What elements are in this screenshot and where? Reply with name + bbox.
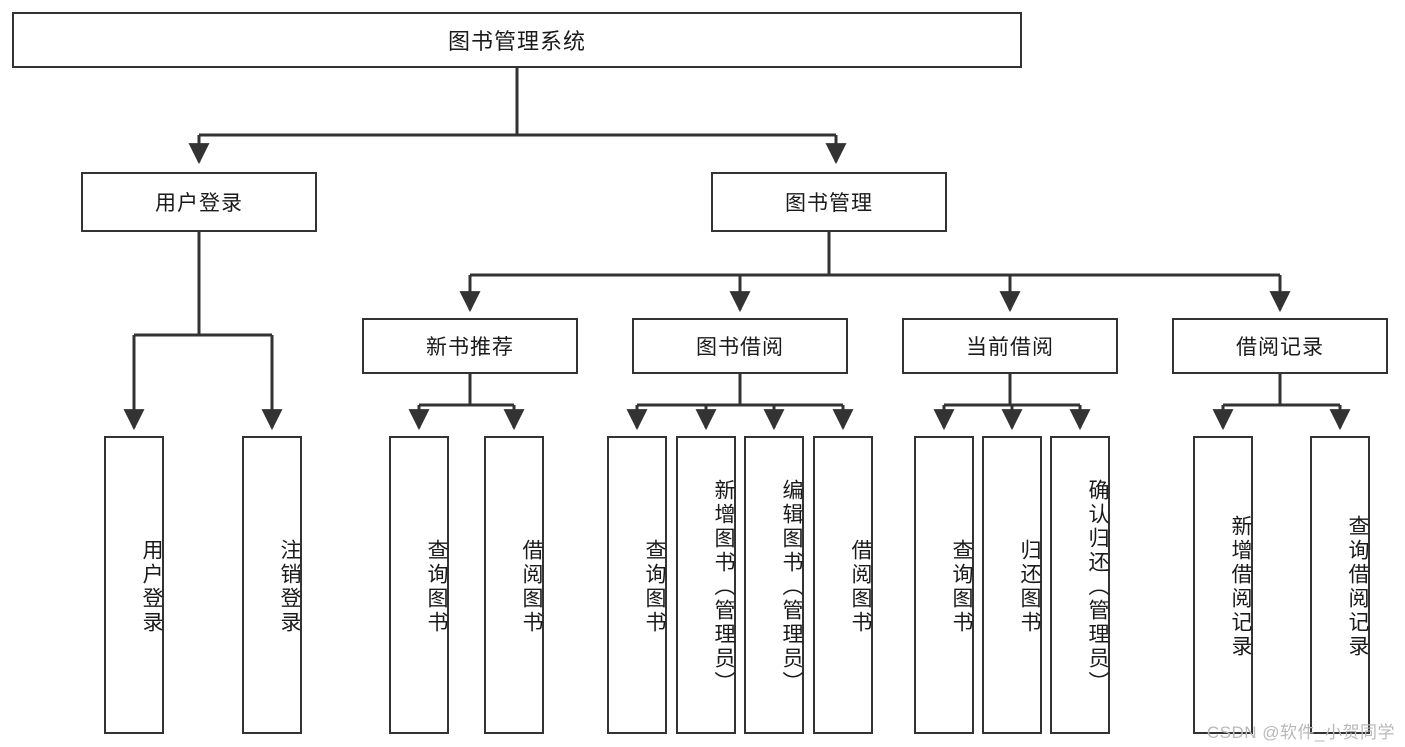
leaf-confirm-return-label: 确认归还（管理员） — [1086, 479, 1109, 695]
leaf-query-book-3[interactable]: 查询图书 — [914, 436, 974, 734]
node-user-login-label: 用户登录 — [155, 192, 243, 215]
node-new-book-recommend-label: 新书推荐 — [426, 336, 514, 359]
leaf-confirm-return[interactable]: 确认归还（管理员） — [1050, 436, 1110, 734]
leaf-borrow-book-2[interactable]: 借阅图书 — [813, 436, 873, 734]
leaf-logout-login-label: 注销登录 — [278, 539, 301, 635]
leaf-return-book[interactable]: 归还图书 — [982, 436, 1042, 734]
node-user-login[interactable]: 用户登录 — [81, 172, 317, 232]
node-borrow-record-label: 借阅记录 — [1236, 336, 1324, 359]
leaf-borrow-book-1[interactable]: 借阅图书 — [484, 436, 544, 734]
leaf-user-login-label: 用户登录 — [140, 539, 163, 635]
node-current-borrow[interactable]: 当前借阅 — [902, 318, 1118, 374]
node-book-manage[interactable]: 图书管理 — [711, 172, 947, 232]
leaf-logout-login[interactable]: 注销登录 — [242, 436, 302, 734]
node-book-manage-label: 图书管理 — [785, 192, 873, 215]
leaf-borrow-book-2-label: 借阅图书 — [849, 539, 872, 635]
node-borrow-record[interactable]: 借阅记录 — [1172, 318, 1388, 374]
leaf-query-book-3-label: 查询图书 — [950, 539, 973, 635]
leaf-add-record[interactable]: 新增借阅记录 — [1193, 436, 1253, 734]
leaf-query-book-1-label: 查询图书 — [425, 539, 448, 635]
node-book-borrow-label: 图书借阅 — [696, 336, 784, 359]
leaf-add-book[interactable]: 新增图书（管理员） — [676, 436, 736, 734]
leaf-add-book-label: 新增图书（管理员） — [712, 479, 735, 695]
leaf-add-record-label: 新增借阅记录 — [1229, 515, 1252, 659]
node-book-borrow[interactable]: 图书借阅 — [632, 318, 848, 374]
leaf-query-book-2-label: 查询图书 — [643, 539, 666, 635]
leaf-query-record[interactable]: 查询借阅记录 — [1310, 436, 1370, 734]
leaf-query-book-1[interactable]: 查询图书 — [389, 436, 449, 734]
leaf-edit-book[interactable]: 编辑图书（管理员） — [744, 436, 804, 734]
node-root-label: 图书管理系统 — [447, 29, 586, 54]
leaf-user-login[interactable]: 用户登录 — [104, 436, 164, 734]
node-new-book-recommend[interactable]: 新书推荐 — [362, 318, 578, 374]
leaf-query-record-label: 查询借阅记录 — [1346, 515, 1369, 659]
leaf-edit-book-label: 编辑图书（管理员） — [780, 479, 803, 695]
leaf-borrow-book-1-label: 借阅图书 — [520, 539, 543, 635]
node-root[interactable]: 图书管理系统 — [12, 12, 1022, 68]
watermark: CSDN @软件_小贺同学 — [1206, 723, 1395, 742]
node-current-borrow-label: 当前借阅 — [966, 336, 1054, 359]
leaf-return-book-label: 归还图书 — [1018, 539, 1041, 635]
leaf-query-book-2[interactable]: 查询图书 — [607, 436, 667, 734]
